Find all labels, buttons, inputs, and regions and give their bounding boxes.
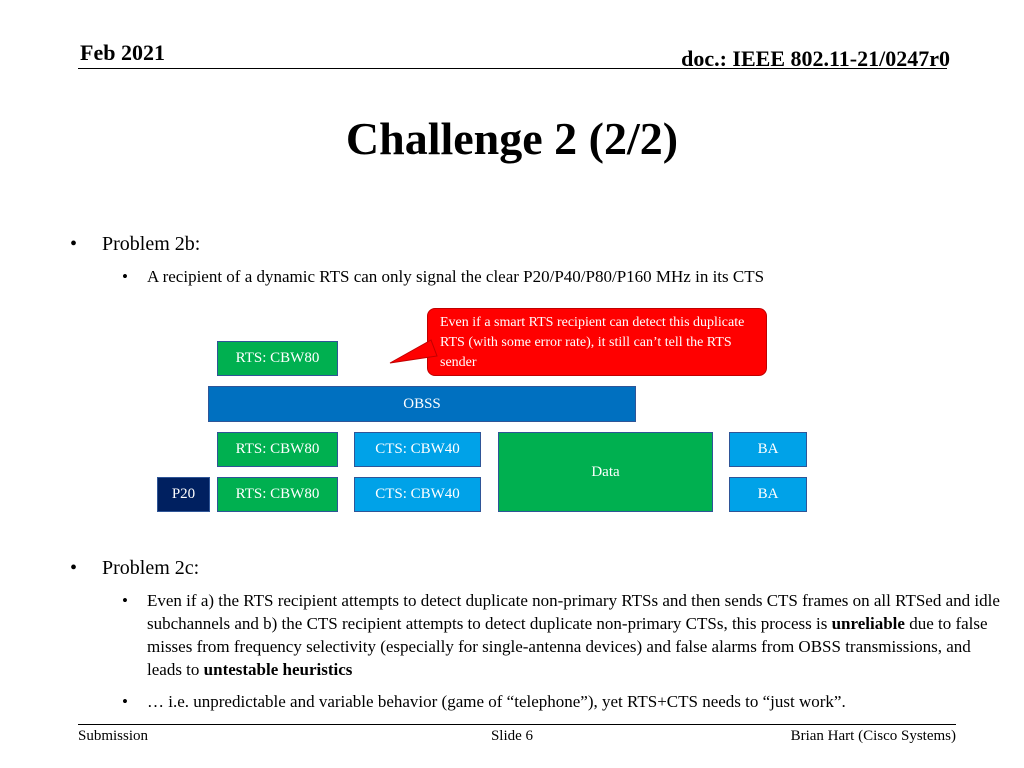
bullet-dot: • — [70, 233, 78, 255]
bullet1-bold-untestable: untestable heuristics — [203, 660, 353, 679]
problem-2c-sub-bullet-1: Even if a) the RTS recipient attempts to… — [147, 589, 1007, 681]
rts-cbw80-bottom-box: RTS: CBW80 — [217, 477, 338, 512]
rts-cbw80-top-box: RTS: CBW80 — [217, 341, 338, 376]
ba-top-box: BA — [729, 432, 807, 467]
bullet1-text-b: due to false misses from frequency selec… — [147, 614, 988, 679]
cts-cbw40-bottom-label: CTS: CBW40 — [375, 486, 460, 502]
sub-bullet-dot: • — [122, 267, 128, 286]
footer-divider — [78, 724, 956, 725]
rts-cbw80-top-label: RTS: CBW80 — [235, 350, 320, 366]
bullet1-text-a: Even if a) the RTS recipient attempts to… — [147, 591, 1000, 633]
data-box: Data — [498, 432, 713, 512]
bullet-dot: • — [70, 557, 78, 579]
header-doc-id: doc.: IEEE 802.11-21/0247r0 — [681, 46, 950, 71]
ba-bottom-box: BA — [729, 477, 807, 512]
rts-cbw80-mid-label: RTS: CBW80 — [235, 441, 320, 457]
cts-cbw40-mid-label: CTS: CBW40 — [375, 441, 460, 457]
problem-2c-sub-bullet-2: … i.e. unpredictable and variable behavi… — [147, 692, 846, 711]
rts-cbw80-mid-box: RTS: CBW80 — [217, 432, 338, 467]
callout-box: Even if a smart RTS recipient can detect… — [427, 308, 767, 376]
cts-cbw40-bottom-box: CTS: CBW40 — [354, 477, 481, 512]
data-label: Data — [591, 463, 620, 480]
sub-bullet-dot: • — [122, 591, 128, 610]
problem-2c-heading: Problem 2c: — [102, 557, 200, 579]
bullet1-bold-unreliable: unreliable — [831, 614, 905, 633]
callout-text: Even if a smart RTS recipient can detect… — [440, 315, 745, 370]
header-divider — [78, 68, 947, 69]
p20-box: P20 — [157, 477, 210, 512]
ba-bottom-label: BA — [757, 486, 779, 502]
footer-author: Brian Hart (Cisco Systems) — [790, 728, 956, 744]
rts-cbw80-bottom-label: RTS: CBW80 — [235, 486, 320, 502]
ba-top-label: BA — [757, 441, 779, 457]
slide-title: Challenge 2 (2/2) — [345, 113, 679, 164]
cts-cbw40-mid-box: CTS: CBW40 — [354, 432, 481, 467]
p20-label: P20 — [171, 486, 196, 502]
problem-2b-heading: Problem 2b: — [102, 233, 201, 255]
obss-bar: OBSS — [208, 386, 636, 422]
header-date: Feb 2021 — [80, 40, 165, 65]
problem-2b-sub-bullet: A recipient of a dynamic RTS can only si… — [147, 267, 765, 286]
footer-submission: Submission — [78, 728, 149, 744]
footer-slide-number: Slide 6 — [490, 728, 534, 744]
obss-label: OBSS — [403, 395, 441, 412]
sub-bullet-dot: • — [122, 692, 128, 711]
callout-pointer — [389, 339, 438, 364]
